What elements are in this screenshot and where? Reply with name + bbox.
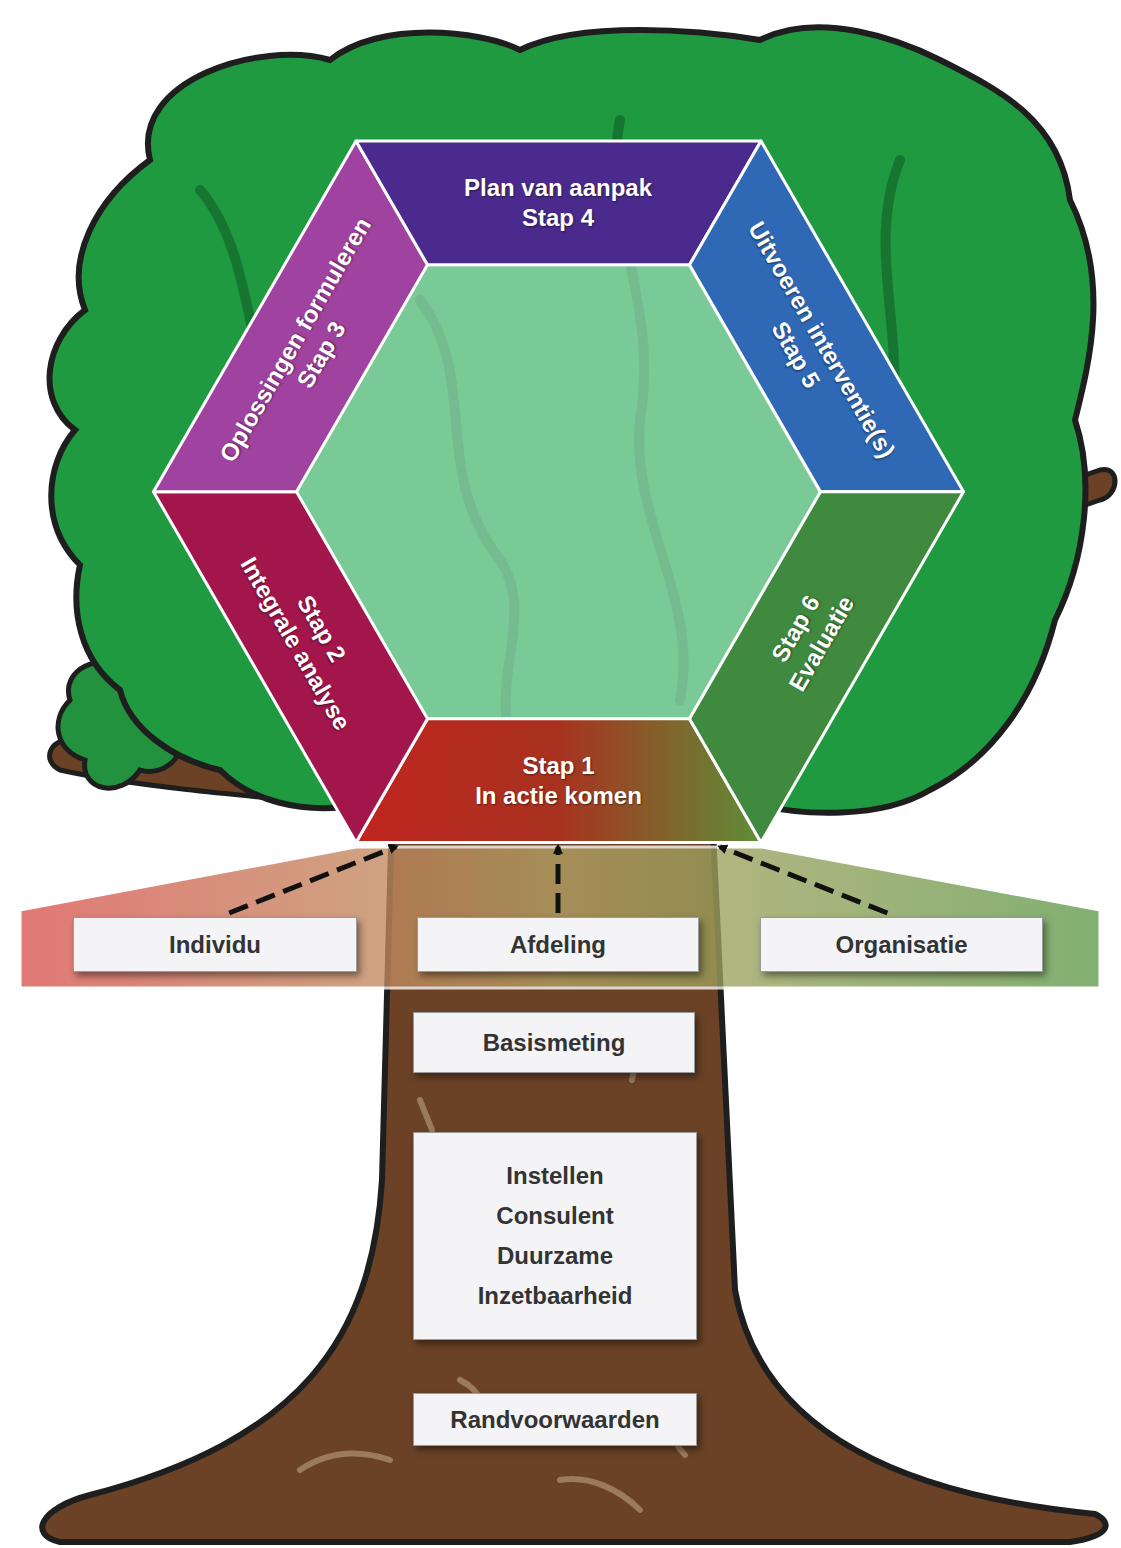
foundation-box: Randvoorwaarden [413,1393,697,1446]
box-label: Afdeling [510,930,606,960]
step-label: Stap 1 [522,751,594,781]
box-label: Instellen Consulent Duurzame Inzetbaarhe… [478,1156,633,1316]
input-arrow [229,847,396,913]
foundation-box: Instellen Consulent Duurzame Inzetbaarhe… [413,1132,697,1340]
step-label: Plan van aanpak [464,173,652,203]
box-label: Individu [169,930,261,960]
foundation-box: Basismeting [413,1012,695,1073]
level-box: Individu [73,917,357,972]
tree-trunk [42,810,1105,1542]
step-label: In actie komen [475,781,642,811]
level-box: Organisatie [760,917,1043,972]
tree-crown [50,27,1094,812]
level-box: Afdeling [417,917,699,972]
step-label: Stap 4 [522,203,594,233]
level-band [20,847,1100,988]
input-arrow [720,847,887,913]
box-label: Randvoorwaarden [450,1405,659,1435]
input-arrow [556,847,561,913]
box-label: Organisatie [835,930,967,960]
box-label: Basismeting [483,1028,626,1058]
